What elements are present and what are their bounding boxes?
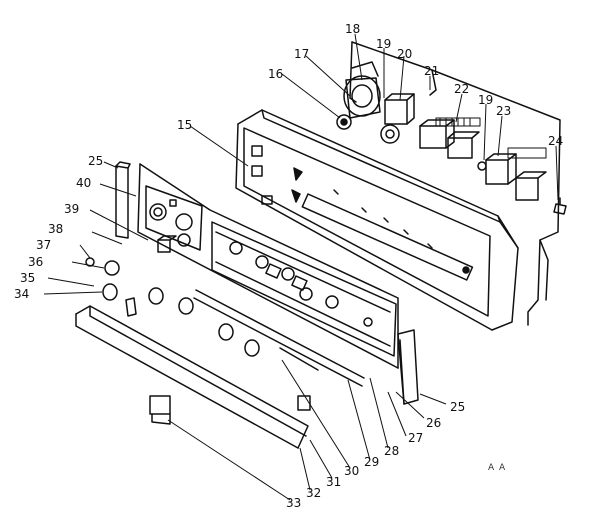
callout-19-upper: 19 [376, 37, 391, 51]
timer-switch-assembly [336, 61, 381, 130]
stamp-mark: A A [488, 463, 506, 473]
callout-31: 31 [326, 475, 341, 489]
callout-36: 36 [28, 255, 43, 269]
callout-21: 21 [424, 64, 439, 78]
callout-35: 35 [20, 271, 35, 285]
callout-23: 23 [496, 104, 511, 118]
callout-29: 29 [364, 455, 379, 469]
switch-20 [380, 93, 415, 144]
callout-22: 22 [454, 82, 469, 96]
callout-27: 27 [408, 431, 423, 445]
leader-lines [43, 33, 559, 501]
callout-38: 38 [48, 222, 63, 236]
callout-16: 16 [268, 67, 283, 81]
callout-39: 39 [64, 202, 79, 216]
front-fascia [137, 163, 399, 369]
control-overlay [145, 185, 203, 253]
callout-40: 40 [76, 176, 91, 190]
callout-18: 18 [345, 22, 360, 36]
callout-26: 26 [426, 416, 441, 430]
callout-32: 32 [306, 486, 321, 500]
ground-screw-24 [553, 197, 567, 215]
rear-mounting-plate [349, 41, 561, 326]
switch-22-bar [419, 117, 481, 159]
callout-19-lower: 19 [478, 93, 493, 107]
callout-labels: 15 16 17 18 19 20 21 22 19 23 24 25 40 3… [14, 22, 563, 510]
callout-25-right: 25 [450, 400, 465, 414]
callout-25-left: 25 [88, 154, 103, 168]
switch-23 [477, 147, 547, 201]
lower-trim-channel [75, 305, 311, 449]
callout-34: 34 [14, 287, 29, 301]
callout-28: 28 [384, 444, 399, 458]
control-console [235, 109, 519, 331]
callout-30: 30 [344, 464, 359, 478]
callout-15: 15 [177, 118, 192, 132]
callout-17: 17 [294, 47, 309, 61]
callout-37: 37 [36, 238, 51, 252]
end-cap-left [115, 161, 131, 239]
end-cap-right [397, 329, 419, 405]
callout-20: 20 [397, 47, 412, 61]
callout-33: 33 [286, 496, 301, 510]
callout-24: 24 [548, 134, 563, 148]
trim-strip [193, 289, 365, 387]
knob-set [85, 257, 260, 357]
